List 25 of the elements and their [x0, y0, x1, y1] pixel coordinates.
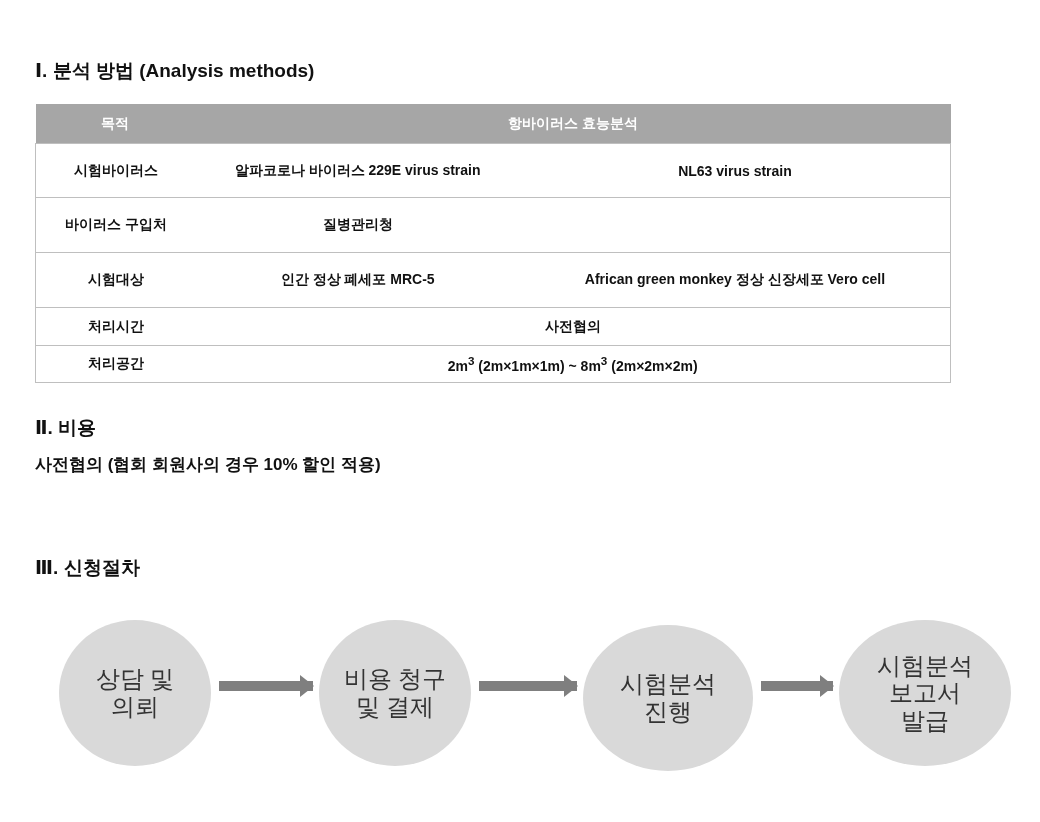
- table-cell: 알파코로나 바이러스 229E virus strain: [195, 143, 520, 198]
- table-header-cell: 목적: [35, 104, 196, 144]
- table-cell: 사전협의: [195, 307, 951, 346]
- step-text: 상담 및 의뢰: [94, 665, 176, 721]
- step-text: 비용 청구 및 결제: [342, 665, 448, 721]
- table-cell: 처리시간: [35, 307, 196, 346]
- table-header-cell: 항바이러스 효능분석: [195, 104, 951, 144]
- table-cell: 바이러스 구입처: [35, 197, 196, 253]
- table-cell: NL63 virus strain: [519, 143, 951, 198]
- table-cell: 처리공간: [35, 345, 196, 383]
- arrow: [761, 675, 834, 697]
- section-heading: Ⅲ. 신청절차: [35, 556, 140, 580]
- table-cell: 시험대상: [35, 252, 196, 308]
- arrow: [219, 675, 314, 697]
- table-cell: 질병관리청: [195, 197, 520, 253]
- section-heading: Ⅱ. 비용: [35, 416, 97, 440]
- table-cell: African green monkey 정상 신장세포 Vero cell: [519, 252, 951, 308]
- table-cell: 2m$^{3}$ (2m×1m×1m) ~ 8m$^{3}$ (2m×2m×2m): [195, 345, 951, 383]
- table-cell: 인간 정상 폐세포 MRC-5: [195, 252, 520, 308]
- section-heading: Ⅰ. 분석 방법 (Analysis methods): [35, 59, 315, 83]
- step-text: 시험분석 보고서 발급: [876, 651, 974, 735]
- arrow: [479, 675, 578, 697]
- step-text: 시험분석 진행: [619, 670, 717, 726]
- note-text: 사전협의 (협회 회원사의 경우 10% 할인 적용): [35, 454, 381, 476]
- table-cell: 시험바이러스: [35, 143, 196, 198]
